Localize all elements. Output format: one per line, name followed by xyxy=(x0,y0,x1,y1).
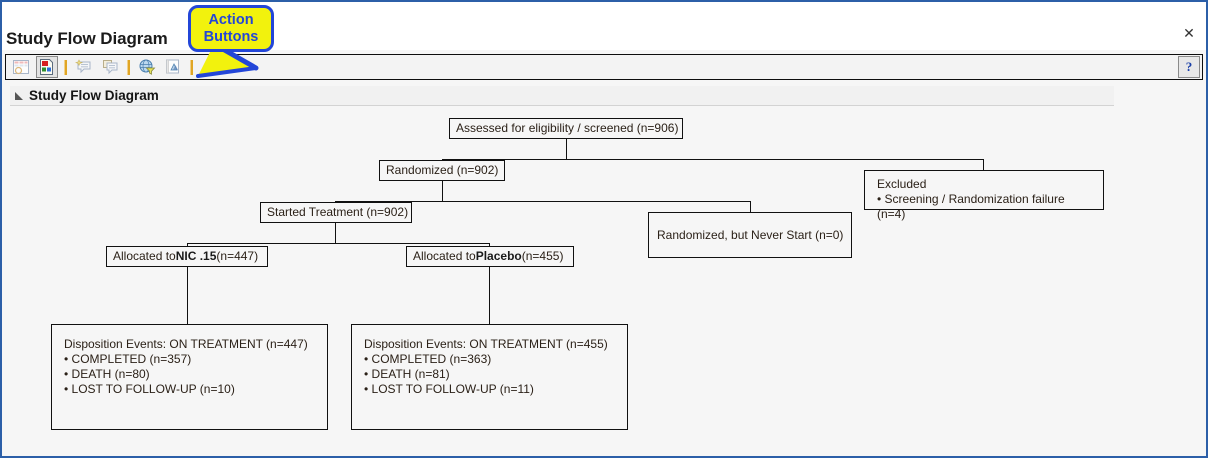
connector-randomized-split xyxy=(335,201,751,202)
toolbar-separator xyxy=(190,59,193,75)
help-icon[interactable]: ? xyxy=(1178,56,1200,78)
callout-line-1: Action xyxy=(208,11,254,28)
globe-filter-icon[interactable] xyxy=(136,56,158,78)
view-comment-icon[interactable] xyxy=(99,56,121,78)
node-excluded[interactable]: Excluded • Screening / Randomization fai… xyxy=(864,170,1104,221)
node-started-treatment[interactable]: Started Treatment (n=902) xyxy=(260,202,412,223)
node-randomized-label: Randomized (n=902) xyxy=(386,163,499,177)
view-table-icon[interactable] xyxy=(10,56,32,78)
node-disposition-placebo-bullet-2: • DEATH (n=81) xyxy=(364,367,450,381)
node-started-treatment-label: Started Treatment (n=902) xyxy=(267,205,409,219)
node-disposition-placebo-bullet-1: • COMPLETED (n=363) xyxy=(364,352,492,366)
title-bar: Study Flow Diagram ✕ xyxy=(2,2,1206,50)
node-disposition-nic[interactable]: Disposition Events: ON TREATMENT (n=447)… xyxy=(51,324,328,430)
node-allocated-placebo-post: (n=455) xyxy=(521,249,564,263)
node-disposition-nic-title: Disposition Events: ON TREATMENT (n=447) xyxy=(64,337,308,351)
node-excluded-bullet-1: • Screening / Randomization failure (n=4… xyxy=(877,192,1065,221)
node-disposition-placebo-title: Disposition Events: ON TREATMENT (n=455) xyxy=(364,337,608,351)
node-never-start[interactable]: Randomized, but Never Start (n=0) xyxy=(648,212,852,258)
callout-line-2: Buttons xyxy=(203,28,259,45)
connector-started-down xyxy=(335,223,336,243)
node-allocated-placebo[interactable]: Allocated to Placebo (n=455) xyxy=(406,246,574,267)
add-comment-icon[interactable] xyxy=(73,56,95,78)
action-buttons-callout: Action Buttons xyxy=(188,5,274,52)
node-allocated-placebo-bold: Placebo xyxy=(475,249,522,263)
page-title: Study Flow Diagram xyxy=(6,29,168,48)
node-disposition-nic-bullet-3: • LOST TO FOLLOW-UP (n=10) xyxy=(64,382,235,396)
close-icon[interactable]: ✕ xyxy=(1183,26,1195,42)
connector-placebo-to-disposition xyxy=(489,267,490,324)
node-randomized[interactable]: Randomized (n=902) xyxy=(379,160,505,181)
node-excluded-title: Excluded xyxy=(877,177,927,191)
view-document-icon[interactable] xyxy=(36,56,58,78)
connector-screened-down xyxy=(566,139,567,159)
node-allocated-nic-bold: NIC .15 xyxy=(175,249,217,263)
toolbar-separator xyxy=(127,59,130,75)
node-disposition-placebo[interactable]: Disposition Events: ON TREATMENT (n=455)… xyxy=(351,324,628,430)
node-allocated-nic-post: (n=447) xyxy=(216,249,259,263)
node-never-start-label: Randomized, but Never Start (n=0) xyxy=(657,227,844,242)
help-label: ? xyxy=(1185,59,1193,74)
node-allocated-nic[interactable]: Allocated to NIC .15 (n=447) xyxy=(106,246,268,267)
flow-diagram-canvas: Assessed for eligibility / screened (n=9… xyxy=(2,108,1206,456)
node-allocated-placebo-pre: Allocated to xyxy=(413,249,476,263)
node-disposition-nic-bullet-1: • COMPLETED (n=357) xyxy=(64,352,192,366)
connector-started-split xyxy=(187,243,489,244)
node-allocated-nic-pre: Allocated to xyxy=(113,249,176,263)
connector-to-never-start xyxy=(750,201,751,212)
chart-report-icon[interactable] xyxy=(162,56,184,78)
node-disposition-placebo-bullet-3: • LOST TO FOLLOW-UP (n=11) xyxy=(364,382,534,396)
section-header: Study Flow Diagram xyxy=(10,86,1114,106)
section-title: Study Flow Diagram xyxy=(29,88,159,103)
connector-to-excluded xyxy=(983,159,984,170)
connector-nic-to-disposition xyxy=(187,267,188,324)
toolbar-separator xyxy=(64,59,67,75)
action-buttons-toolbar: ? xyxy=(5,54,1203,80)
collapse-triangle-icon[interactable] xyxy=(12,89,26,103)
node-disposition-nic-bullet-2: • DEATH (n=80) xyxy=(64,367,150,381)
node-screened[interactable]: Assessed for eligibility / screened (n=9… xyxy=(449,118,683,139)
connector-randomized-down xyxy=(442,181,443,201)
node-screened-label: Assessed for eligibility / screened (n=9… xyxy=(456,121,679,135)
connector-screened-split xyxy=(442,159,984,160)
